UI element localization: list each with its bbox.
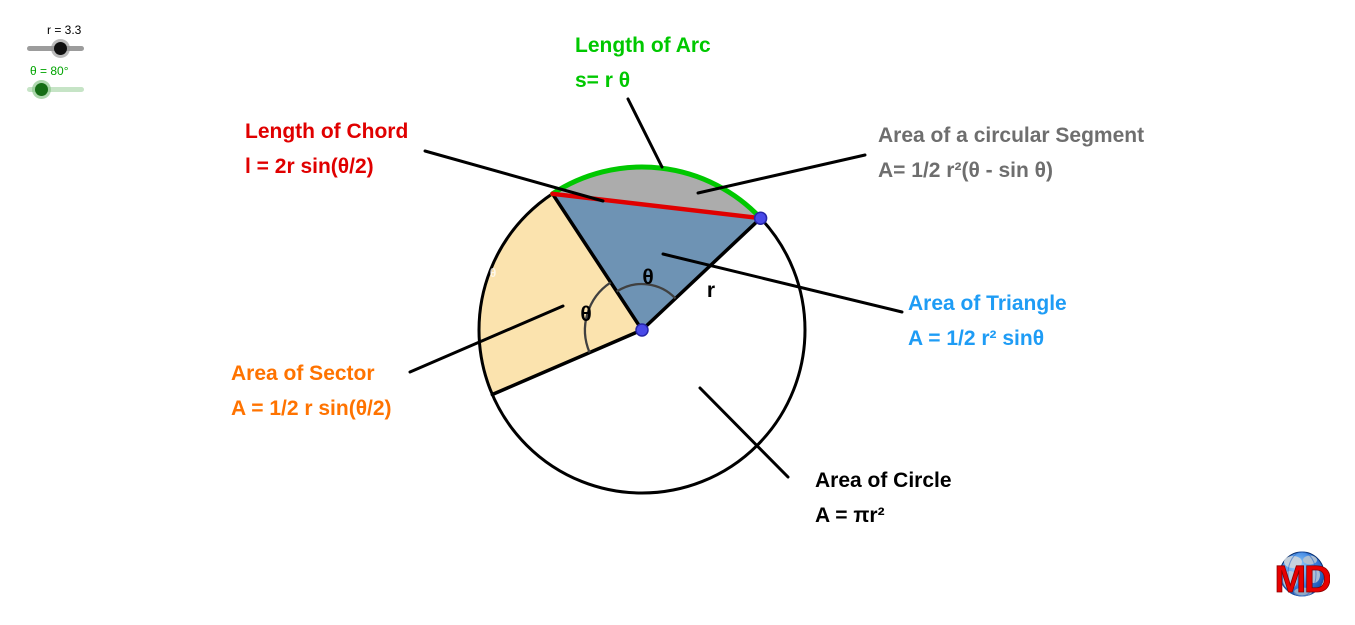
sector-lower-radius (490, 328, 644, 397)
segment-formula: A= 1/2 r²(θ - sin θ) (878, 159, 1053, 182)
triangle-angle-arc (616, 282, 677, 300)
center-point[interactable] (635, 323, 649, 337)
arc-annotation: Length of Arc s= r θ (575, 28, 711, 98)
triangle-formula: A = 1/2 r² sinθ (908, 327, 1045, 350)
segment-callout-line (696, 153, 867, 195)
chord-formula: l = 2r sin(θ/2) (245, 155, 374, 178)
triangle-region (552, 193, 761, 330)
theta-slider-knob[interactable] (35, 83, 48, 96)
chord-annotation: Length of Chord l = 2r sin(θ/2) (245, 114, 408, 184)
arc-formula: s= r θ (575, 69, 631, 92)
theta-slider-track[interactable] (27, 87, 84, 92)
circle-title: Area of Circle (815, 469, 952, 492)
md-globe-logo: MD (1276, 551, 1330, 601)
r-slider-label: r = 3.3 (47, 23, 82, 37)
segment-region (552, 167, 761, 219)
arc-highlight (550, 164, 764, 221)
shared-radius (550, 192, 644, 332)
segment-title: Area of a circular Segment (878, 124, 1145, 147)
sector-region (479, 193, 642, 395)
segment-annotation: Area of a circular Segment A= 1/2 r²(θ -… (878, 118, 1144, 188)
sector-title: Area of Sector (231, 362, 375, 385)
arc-title: Length of Arc (575, 34, 711, 57)
theta-slider-label: θ = 80° (30, 64, 69, 78)
triangle-annotation: Area of Triangle A = 1/2 r² sinθ (908, 286, 1067, 356)
sector-callout-line (408, 304, 565, 374)
sector-angle-arc (583, 281, 612, 353)
logo-text: MD (1276, 559, 1330, 601)
globe-icon (1279, 551, 1325, 597)
slider-panel: r = 3.3 θ = 80° (0, 0, 120, 110)
triangle-callout-line (661, 252, 904, 314)
r-slider-knob[interactable] (54, 42, 67, 55)
triangle-title: Area of Triangle (908, 292, 1067, 315)
faint-theta-label: θ (490, 266, 497, 280)
triangle-theta-label: θ (642, 266, 653, 289)
sector-annotation: Area of Sector A = 1/2 r sin(θ/2) (231, 356, 392, 426)
chord-callout-line (423, 149, 605, 203)
arc-callout-line (626, 97, 664, 169)
arc-end-point[interactable] (753, 211, 768, 225)
triangle-right-radius (640, 216, 763, 332)
circle-formula: A = πr² (815, 504, 885, 527)
circle-callout-line (698, 386, 790, 479)
circle-annotation: Area of Circle A = πr² (815, 463, 952, 533)
sector-theta-label: θ (580, 303, 591, 326)
sector-formula: A = 1/2 r sin(θ/2) (231, 397, 392, 420)
radius-label: r (707, 279, 715, 302)
chord-title: Length of Chord (245, 120, 409, 143)
